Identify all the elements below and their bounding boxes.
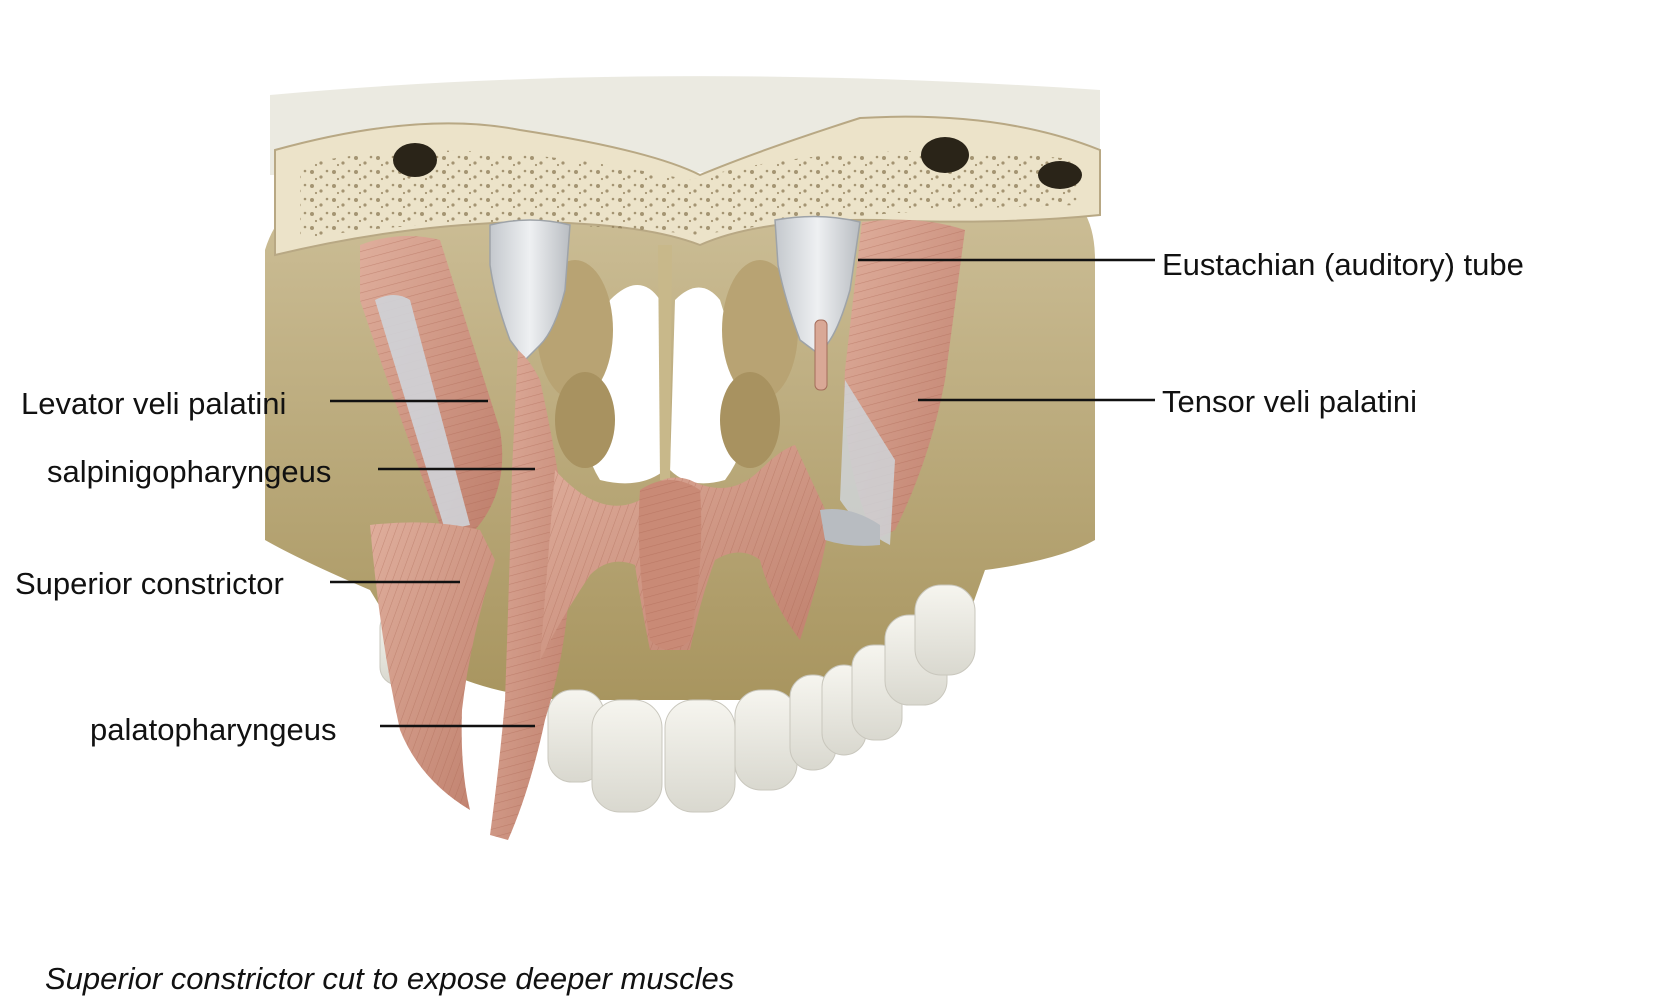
tooth <box>914 584 976 676</box>
eustachian-tube-opening <box>814 319 828 391</box>
label-eustachian-tube: Eustachian (auditory) tube <box>1162 247 1524 282</box>
tooth <box>591 699 663 813</box>
label-superior-constrictor: Superior constrictor <box>15 566 284 601</box>
label-levator-veli-palatini: Levator veli palatini <box>21 386 287 421</box>
spongy-bone <box>300 150 1080 240</box>
figure-caption: Superior constrictor cut to expose deepe… <box>45 961 735 996</box>
eustachian-tube-cartilage-left <box>489 219 571 362</box>
nasal-concha <box>722 260 798 400</box>
label-tensor-veli-palatini: Tensor veli palatini <box>1162 384 1418 419</box>
tooth <box>664 699 736 813</box>
nasal-septum <box>658 245 672 480</box>
foramen <box>393 143 437 177</box>
nasal-concha <box>720 372 780 468</box>
leader-lines <box>330 258 1155 728</box>
upper-teeth <box>379 584 976 813</box>
foramen <box>921 137 969 173</box>
levator-tendon-left <box>375 295 470 530</box>
tooth <box>734 689 798 791</box>
label-palatopharyngeus: palatopharyngeus <box>90 712 337 747</box>
eustachian-tube-cartilage-right <box>774 215 861 357</box>
pterygoid-hamulus <box>820 509 880 546</box>
nasal-concha <box>555 372 615 468</box>
foramen <box>1038 161 1082 189</box>
tensor-tendon <box>840 380 895 545</box>
label-salpingopharyngeus: salpinigopharyngeus <box>47 454 332 489</box>
